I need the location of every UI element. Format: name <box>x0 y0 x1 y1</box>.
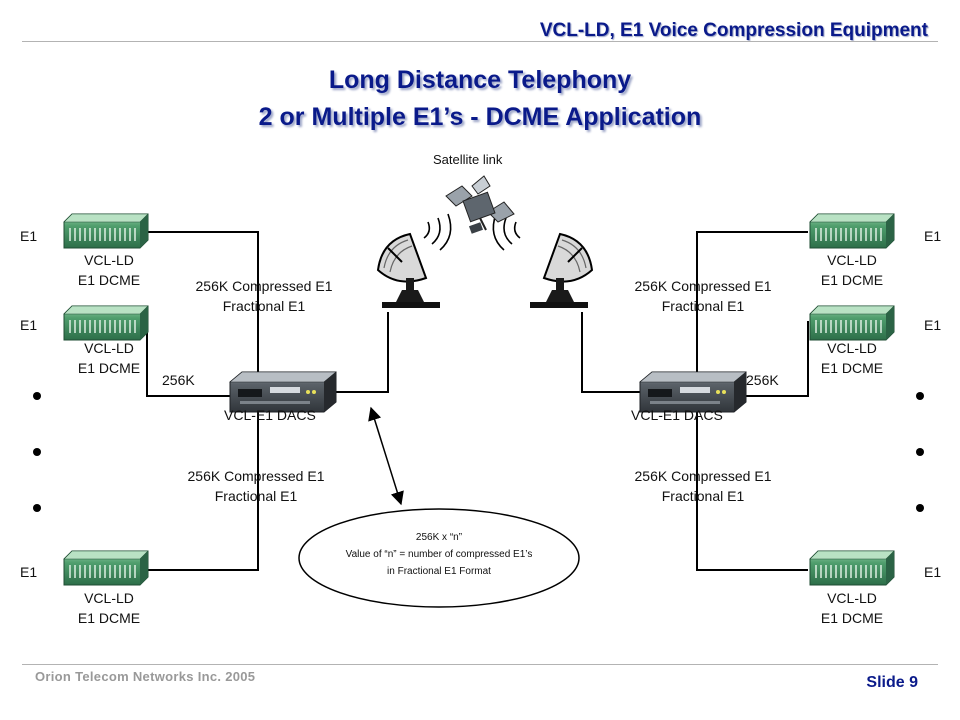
right-e1-label-2: E1 <box>924 317 942 333</box>
right-dacs-label: VCL-E1 DACS <box>631 407 723 423</box>
right-e1-label-1: E1 <box>924 228 942 244</box>
left-wiring <box>146 231 389 571</box>
right-lower-link-format: Fractional E1 <box>661 488 745 504</box>
left-e1-label-1: E1 <box>20 228 38 244</box>
satellite-icon <box>445 175 515 234</box>
right-dcme-label-3: VCL-LD E1 DCME <box>805 588 899 628</box>
right-upper-wire <box>696 231 808 372</box>
footer-company: Orion Telecom Networks Inc. 2005 <box>35 669 256 684</box>
left-upper-link-label: 256K Compressed E1 Fractional E1 <box>178 276 350 316</box>
right-more-units-dots <box>916 392 924 512</box>
left-rate-label: 256K <box>162 372 195 388</box>
left-dcme-1-type: E1 DCME <box>77 272 141 288</box>
left-lower-link-label: 256K Compressed E1 Fractional E1 <box>170 466 342 506</box>
right-dcme-2-type: E1 DCME <box>820 360 884 376</box>
left-dacs-label: VCL-E1 DACS <box>224 407 316 423</box>
left-dcme-3-model: VCL-LD <box>84 590 134 606</box>
left-upper-link-format: Fractional E1 <box>222 298 306 314</box>
right-dcme-unit-2 <box>809 305 895 341</box>
left-dcme-3-type: E1 DCME <box>77 610 141 626</box>
left-dcme-unit-1 <box>63 213 149 249</box>
right-dcme-1-type: E1 DCME <box>820 272 884 288</box>
callout-line-1: 256K x “n” <box>415 532 463 543</box>
left-radio-waves-icon <box>423 213 452 251</box>
right-upper-link-format: Fractional E1 <box>661 298 745 314</box>
right-uplink-wire <box>581 312 640 393</box>
right-middle-wire <box>744 321 809 397</box>
right-lower-wire <box>696 412 808 571</box>
left-dcme-label-2: VCL-LD E1 DCME <box>62 338 156 378</box>
callout-arrow <box>368 406 404 506</box>
right-satellite-dish-icon <box>529 233 593 309</box>
right-wiring <box>581 231 809 571</box>
right-lower-link-label: 256K Compressed E1 Fractional E1 <box>617 466 789 506</box>
left-lower-wire <box>147 412 259 571</box>
left-lower-link-type: 256K Compressed E1 <box>187 468 325 484</box>
right-rate-label: 256K <box>746 372 779 388</box>
left-dcme-label-3: VCL-LD E1 DCME <box>62 588 156 628</box>
right-dcme-unit-1 <box>809 213 895 249</box>
callout-line-3: in Fractional E1 Format <box>387 566 491 577</box>
slide-number: Slide 9 <box>866 674 918 691</box>
header-title: VCL-LD, E1 Voice Compression Equipment <box>539 20 928 41</box>
right-dcme-3-model: VCL-LD <box>827 590 877 606</box>
callout-bubble <box>298 508 580 608</box>
satellite-link-label: Satellite link <box>433 152 503 167</box>
right-dcme-unit-3 <box>809 550 895 586</box>
callout-line-2: Value of “n” = number of compressed E1’s <box>345 549 533 560</box>
right-dcme-label-2: VCL-LD E1 DCME <box>805 338 899 378</box>
left-dcme-1-model: VCL-LD <box>84 252 134 268</box>
callout-text: 256K x “n” Value of “n” = number of comp… <box>299 529 579 580</box>
right-upper-link-label: 256K Compressed E1 Fractional E1 <box>617 276 789 316</box>
left-dcme-label-1: VCL-LD E1 DCME <box>62 250 156 290</box>
left-dcme-2-model: VCL-LD <box>84 340 134 356</box>
left-middle-wire <box>146 321 232 397</box>
right-dcme-1-model: VCL-LD <box>827 252 877 268</box>
left-satellite-dish-icon <box>377 233 441 309</box>
left-e1-label-3: E1 <box>20 564 38 580</box>
right-upper-link-type: 256K Compressed E1 <box>634 278 772 294</box>
right-dcme-label-1: VCL-LD E1 DCME <box>805 250 899 290</box>
right-lower-link-type: 256K Compressed E1 <box>634 468 772 484</box>
right-e1-label-3: E1 <box>924 564 942 580</box>
left-uplink-wire <box>336 312 389 393</box>
left-dcme-unit-3 <box>63 550 149 586</box>
right-dcme-3-type: E1 DCME <box>820 610 884 626</box>
slide-title-line1: Long Distance Telephony <box>328 66 632 94</box>
right-dcme-2-model: VCL-LD <box>827 340 877 356</box>
slide-title-line2: 2 or Multiple E1’s - DCME Application <box>258 103 702 131</box>
left-more-units-dots <box>33 392 41 512</box>
header-divider <box>22 41 938 42</box>
left-dcme-unit-2 <box>63 305 149 341</box>
footer-divider <box>22 664 938 665</box>
left-lower-link-format: Fractional E1 <box>214 488 298 504</box>
left-e1-label-2: E1 <box>20 317 38 333</box>
left-upper-wire <box>147 231 259 372</box>
left-upper-link-type: 256K Compressed E1 <box>195 278 333 294</box>
left-dcme-2-type: E1 DCME <box>77 360 141 376</box>
